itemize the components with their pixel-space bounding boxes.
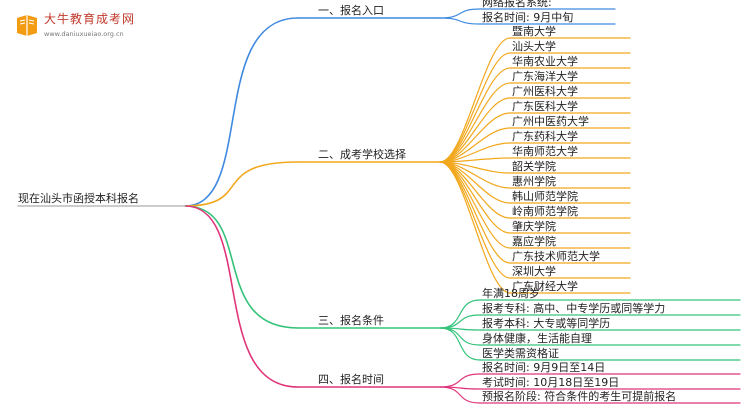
branch-label: 一、报名入口 — [318, 4, 384, 17]
book-logo-icon — [17, 15, 37, 36]
child-label: 岭南师范学院 — [512, 205, 578, 218]
logo-title: 大牛教育成考网 — [44, 12, 136, 26]
branch-connector — [184, 161, 299, 207]
child-label: 韶关学院 — [512, 160, 556, 173]
logo: 大牛教育成考网 www.daniuxueiao.org.cn — [14, 6, 144, 42]
child-label: 考试时间: 10月18日至19日 — [482, 376, 620, 389]
child-label: 身体健康，生活能自理 — [482, 332, 592, 345]
branch-label: 三、报名条件 — [318, 314, 384, 327]
child-label: 报考专科: 高中、中专学历或同等学力 — [482, 302, 666, 315]
child-connector — [439, 37, 511, 163]
child-label: 广东技术师范大学 — [512, 250, 600, 263]
child-connector — [439, 161, 511, 264]
child-connector — [439, 161, 511, 279]
child-connector — [439, 327, 481, 346]
child-connector — [439, 386, 481, 404]
child-label: 广东药科大学 — [512, 130, 578, 143]
child-label: 深圳大学 — [512, 265, 556, 278]
child-label: 报考本科: 大专或等同学历 — [482, 317, 611, 330]
branch-label: 四、报名时间 — [318, 373, 384, 386]
child-label: 汕头大学 — [512, 40, 556, 53]
child-label: 广东医科大学 — [512, 100, 578, 113]
child-label: 报名时间: 9月中旬 — [482, 11, 574, 24]
child-connector — [439, 373, 481, 388]
branch-connector — [184, 205, 299, 388]
child-label: 广东财经大学 — [512, 280, 578, 293]
child-label: 嘉应学院 — [512, 235, 556, 248]
child-connector — [439, 67, 511, 163]
child-label: 韩山师范学院 — [512, 190, 578, 203]
child-label: 医学类需资格证 — [482, 347, 559, 360]
child-label: 肇庆学院 — [512, 220, 556, 233]
child-label: 惠州学院 — [512, 175, 556, 188]
root-node: 现在汕头市函授本科报名 — [18, 192, 139, 205]
child-label: 年满18周岁 — [482, 287, 540, 300]
branch-label: 二、成考学校选择 — [318, 148, 406, 161]
logo-url: www.daniuxueiao.org.cn — [44, 30, 124, 38]
child-connector — [439, 8, 481, 19]
child-connector — [439, 82, 511, 163]
branch-connector — [184, 205, 299, 329]
child-label: 广州医科大学 — [512, 85, 578, 98]
child-connector — [439, 314, 481, 329]
branch-connector — [184, 17, 299, 207]
child-label: 广州中医药大学 — [512, 115, 589, 128]
child-label: 预报名阶段: 符合条件的考生可提前报名 — [482, 390, 677, 403]
child-connector — [439, 327, 481, 361]
child-label: 华南师范大学 — [512, 145, 578, 158]
child-label: 网络报名系统: — [482, 0, 552, 9]
child-connector — [439, 17, 481, 25]
child-connector — [439, 161, 511, 294]
child-connector — [439, 299, 481, 329]
child-label: 报名时间: 9月9日至14日 — [482, 361, 606, 374]
child-label: 暨南大学 — [512, 25, 556, 38]
child-connector — [439, 52, 511, 163]
child-label: 华南农业大学 — [512, 55, 578, 68]
child-label: 广东海洋大学 — [512, 70, 578, 83]
